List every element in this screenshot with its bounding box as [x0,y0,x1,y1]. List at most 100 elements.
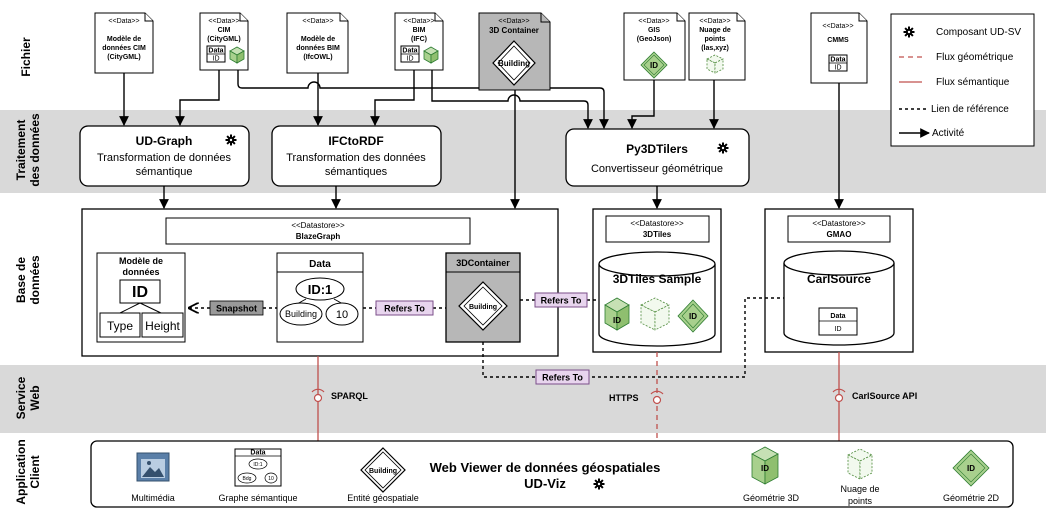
refers-to-tiles-label: Refers To [541,296,582,306]
svg-text:Data: Data [402,48,417,55]
https-label: HTTPS [609,393,639,403]
svg-text:10: 10 [336,309,348,321]
store-stereotype: <<Datastore>> [812,219,866,228]
file-label: (IFC) [411,36,427,43]
row-label-base-2: données [28,255,42,305]
cube-icon [229,46,245,64]
row-label-traitement-2: des données [28,113,42,187]
point-cloud-icon [706,54,724,74]
svg-text:Building: Building [285,309,317,319]
file-label: données CIM [102,45,146,52]
row-label-app-2: Client [28,455,42,488]
building-diamond-icon [492,40,536,86]
svg-text:Modèle de: Modèle de [119,256,163,266]
geometry-2d-icon [640,51,668,79]
svg-text:ID: ID [967,464,975,473]
process-title: IFCtoRDF [328,134,383,148]
geometry-2d-icon: ID [952,449,990,487]
process-desc: sémantique [136,166,193,178]
gear-icon [224,133,238,147]
multimedia-icon [136,452,170,482]
store-stereotype: <<Datastore>> [291,221,345,230]
store-name: BlazeGraph [296,232,341,241]
file-label: (las,xyz) [701,45,729,52]
refers-to-box [534,292,588,308]
file-stereotype: <<Data>> [498,18,529,25]
client-title: Web Viewer de données géospatiales [430,460,661,475]
file-label: points [705,36,726,43]
svg-text:Building: Building [498,59,530,68]
svg-text:Data: Data [309,259,331,270]
cube-icon [423,46,439,64]
legend-activity: Activité [932,128,965,139]
svg-text:ID: ID [213,56,220,63]
store-stereotype: <<Datastore>> [630,219,684,228]
process-udgraph: UD-Graph Transformation de données séman… [79,125,250,187]
mini-data-table [818,307,858,336]
process-desc: sémantiques [325,166,388,178]
data-model-box: Modèle de données ID Type Height [96,252,186,343]
datastore-blazegraph: <<Datastore>> BlazeGraph Modèle de donné… [81,208,559,357]
activity-arrows [119,65,844,209]
row-label-service-1: Service [14,376,28,419]
row-label-base-1: Base de [14,257,28,303]
row-labels: Fichier Traitement des données Base de d… [14,37,42,505]
carlsource-api-label: CarlSource API [852,391,917,401]
file-stereotype: <<Data>> [699,18,730,25]
file-stereotype: <<Data>> [638,18,669,25]
cube-icon: ID [751,446,779,485]
multimedia-label: Multimédia [131,493,175,503]
point-cloud-label: Nuage de [840,484,879,494]
cube-icon: ID [604,297,630,331]
process-desc: Transformation des données [286,152,426,164]
file-3d-container: <<Data>> 3D Container Building [478,12,551,91]
legend-geo-flow: Flux géométrique [936,52,1014,63]
svg-text:Type: Type [107,319,133,333]
point-cloud-icon [640,297,670,331]
legend-component: Composant UD-SV [936,27,1021,38]
file-label: données BIM [296,45,340,52]
client-ud-viz: Web Viewer de données géospatiales UD-Vi… [90,440,1014,508]
row-label-traitement-1: Traitement [14,120,28,181]
svg-text:ID: ID [613,316,621,325]
svg-text:Building: Building [369,468,397,475]
svg-text:données: données [122,267,159,277]
process-desc: Transformation de données [97,152,232,164]
svg-text:Data: Data [250,450,265,457]
carlsource-label: CarlSource [807,272,871,286]
row-label-service-2: Web [28,385,42,410]
legend-ref-link: Lien de référence [931,104,1009,115]
snapshot-label-box [209,300,264,316]
file-label: GIS [648,27,660,34]
point-cloud-label: points [848,496,873,506]
svg-text:ID:1: ID:1 [253,462,262,468]
datastore-3dtiles: <<Datastore>> 3DTiles 3DTiles Sample ID … [592,208,722,353]
refers-to-box [375,300,434,316]
refers-to-bottom-label: Refers To [542,373,583,383]
refers-to-label: Refers To [384,304,425,314]
file-cim: <<Data>> CIM (CityGML) Data ID [199,12,249,71]
database-cylinder [783,263,895,346]
svg-text:Data: Data [830,313,845,320]
geometry-2d-label: Géométrie 2D [943,493,1000,503]
file-label: BIM [413,27,426,34]
svg-text:Building: Building [469,304,497,311]
container-3d-box: 3DContainer Building [445,252,521,343]
file-cmms: <<Data>> CMMS Data ID [810,12,868,84]
svg-text:ID: ID [835,326,842,333]
client-subtitle: UD-Viz [524,476,566,491]
process-ifctordf: IFCtoRDF Transformation des données séma… [271,125,442,187]
legend-sem-flow: Flux sémantique [936,77,1010,88]
process-desc: Convertisseur géométrique [591,163,723,175]
gear-icon [902,25,916,39]
row-label-fichier: Fichier [19,37,33,77]
svg-text:Height: Height [145,319,180,333]
process-title: Py3DTilers [626,142,688,156]
file-label: 3D Container [489,26,539,35]
geometry-3d-label: Géométrie 3D [743,493,800,503]
file-label: CIM [218,27,231,34]
file-label: (CityGML) [207,36,240,43]
file-stereotype: <<Data>> [822,23,853,30]
svg-text:Bdg: Bdg [243,476,252,482]
